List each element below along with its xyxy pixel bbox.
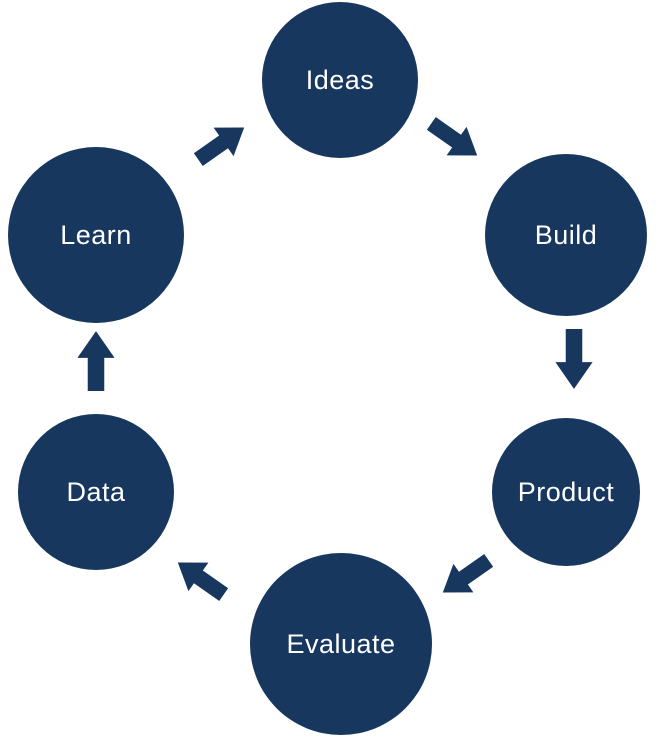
node-data: Data <box>18 414 174 570</box>
node-product: Product <box>492 418 640 566</box>
node-evaluate: Evaluate <box>250 553 432 735</box>
arrow-down-icon <box>551 329 597 391</box>
node-ideas-label: Ideas <box>305 64 375 95</box>
node-learn-label: Learn <box>60 219 132 250</box>
arrow-up-left-icon <box>164 543 237 612</box>
arrow-up-right-icon <box>186 108 259 177</box>
node-data-label: Data <box>66 476 126 507</box>
node-build: Build <box>485 154 647 316</box>
node-learn: Learn <box>8 147 184 323</box>
node-evaluate-label: Evaluate <box>286 628 396 659</box>
arrow-up-icon <box>73 329 119 391</box>
node-product-label: Product <box>517 476 615 507</box>
node-build-label: Build <box>534 219 598 250</box>
arrow-down-right-icon <box>419 105 492 174</box>
arrow-down-left-icon <box>429 542 502 611</box>
node-ideas: Ideas <box>262 2 418 158</box>
